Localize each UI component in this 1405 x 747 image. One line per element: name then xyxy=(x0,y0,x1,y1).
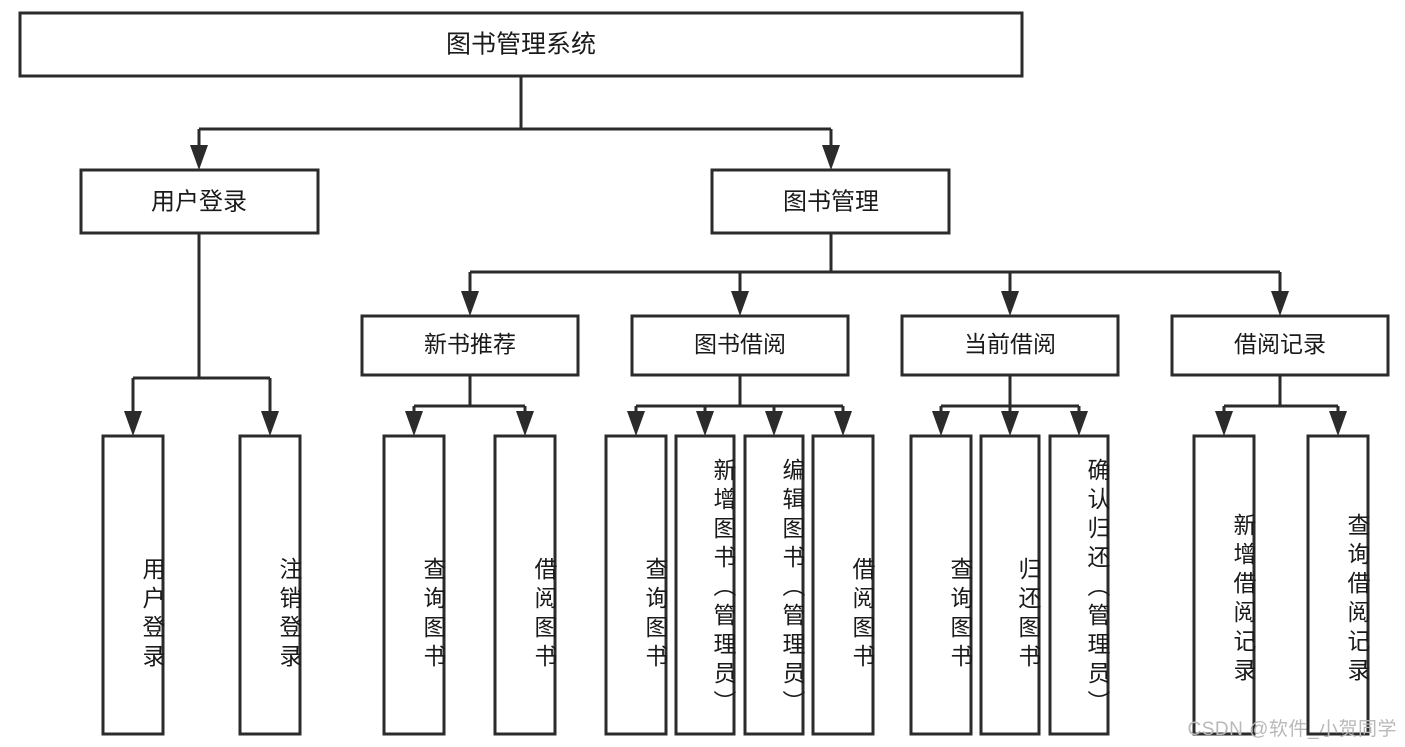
connector-group-bookborrow-to-leaves xyxy=(627,375,852,436)
connector-group-borrowrecord-to-leaves xyxy=(1215,375,1347,436)
arrow-head-book-borrow xyxy=(731,291,749,316)
arrow-head-leaf-query-book-2 xyxy=(627,411,645,436)
arrow-head-borrow-record xyxy=(1271,291,1289,316)
arrow-head-leaf-borrow-book-1 xyxy=(516,411,534,436)
node-current-borrow-label: 当前借阅 xyxy=(964,331,1056,357)
leaf-rect-borrow-book-2[interactable] xyxy=(811,434,875,736)
watermark: CSDN @软件_小贺同学 xyxy=(1187,719,1397,740)
arrow-head-leaf-edit-book xyxy=(765,411,783,436)
leaf-rect-borrow-book-1[interactable] xyxy=(493,434,557,736)
arrow-head-leaf-add-book xyxy=(696,411,714,436)
node-borrow-record-label: 借阅记录 xyxy=(1234,331,1326,357)
leaf-rect-query-book-3[interactable] xyxy=(909,434,973,736)
arrow-head-new-book-rec xyxy=(461,291,479,316)
leaf-rect-return-book[interactable] xyxy=(979,434,1041,736)
node-book-borrow-label: 图书借阅 xyxy=(694,331,786,357)
node-new-book-recommend-label: 新书推荐 xyxy=(424,331,516,357)
node-new-book-recommend[interactable]: 新书推荐 xyxy=(360,314,580,377)
connector-group-root-to-level2 xyxy=(190,76,840,170)
leaf-rect-edit-book[interactable] xyxy=(743,434,805,736)
node-book-borrow-rect[interactable] xyxy=(630,314,850,377)
node-borrow-record-rect[interactable] xyxy=(1170,314,1390,377)
leaf-rect-query-book-2[interactable] xyxy=(604,434,668,736)
node-root[interactable]: 图书管理系统 xyxy=(18,11,1024,78)
connector-group-userlogin-to-leaves xyxy=(124,233,279,436)
node-root-rect[interactable] xyxy=(18,11,1024,78)
leaf-rect-user-login[interactable] xyxy=(101,434,165,736)
node-book-management[interactable]: 图书管理 xyxy=(710,168,951,235)
arrow-head-leaf-confirm-return xyxy=(1070,411,1088,436)
arrow-head-leaf-user-login xyxy=(124,411,142,436)
leaf-rect-query-book-1[interactable] xyxy=(382,434,446,736)
arrow-head-current-borrow xyxy=(1001,291,1019,316)
arrow-head-leaf-query-book-1 xyxy=(405,411,423,436)
arrow-head-leaf-borrow-book-2 xyxy=(834,411,852,436)
connector-group-newbook-to-leaves xyxy=(405,375,534,436)
connector-group-currentborrow-to-leaves xyxy=(932,375,1088,436)
node-user-login-rect[interactable] xyxy=(79,168,320,235)
arrow-head-leaf-return-book xyxy=(1001,411,1019,436)
node-root-label: 图书管理系统 xyxy=(446,31,596,59)
node-book-management-label: 图书管理 xyxy=(783,188,879,215)
node-borrow-record[interactable]: 借阅记录 xyxy=(1170,314,1390,377)
arrow-head-user-login xyxy=(190,145,208,170)
arrow-head-leaf-add-record xyxy=(1215,411,1233,436)
leaf-rect-query-record[interactable] xyxy=(1306,434,1370,736)
node-book-management-rect[interactable] xyxy=(710,168,951,235)
node-current-borrow[interactable]: 当前借阅 xyxy=(900,314,1120,377)
connector-group-bookmgmt-to-level3 xyxy=(461,233,1289,316)
node-book-borrow[interactable]: 图书借阅 xyxy=(630,314,850,377)
node-new-book-recommend-rect[interactable] xyxy=(360,314,580,377)
leaf-rect-confirm-return[interactable] xyxy=(1048,434,1110,736)
arrow-head-leaf-logout xyxy=(261,411,279,436)
node-current-borrow-rect[interactable] xyxy=(900,314,1120,377)
arrow-head-leaf-query-record xyxy=(1329,411,1347,436)
arrow-head-leaf-query-book-3 xyxy=(932,411,950,436)
arrow-head-book-management xyxy=(822,145,840,170)
node-user-login-label: 用户登录 xyxy=(151,188,247,215)
leaf-rect-logout[interactable] xyxy=(238,434,302,736)
leaf-rect-add-book[interactable] xyxy=(674,434,736,736)
node-user-login[interactable]: 用户登录 xyxy=(79,168,320,235)
leaf-rect-add-record[interactable] xyxy=(1192,434,1256,736)
